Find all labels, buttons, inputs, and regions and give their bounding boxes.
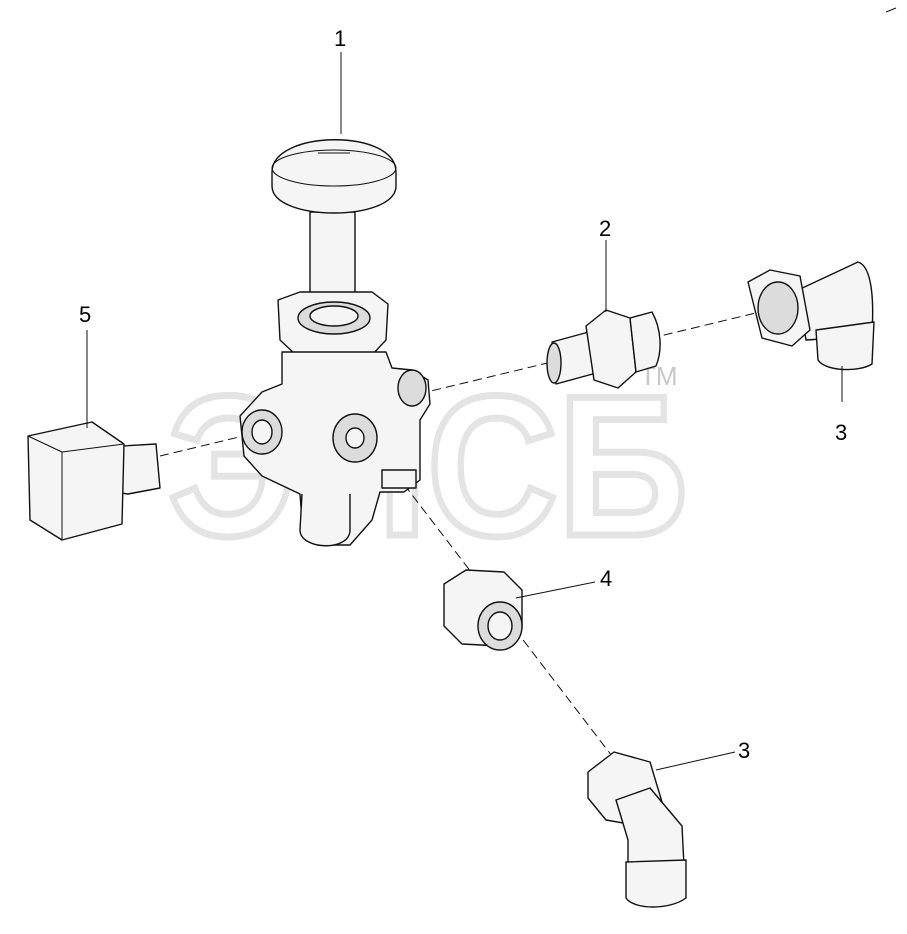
leader-lines [86,52,843,771]
callout-5: 5 [79,302,91,327]
part-1-knob [271,139,397,295]
valve-mount-tab [381,469,417,489]
callout-4: 4 [600,566,612,591]
corner-mark [885,7,897,13]
part-3-elbow-bottom [587,751,687,908]
elbow-bottom-body [615,787,685,869]
plug-5-edge-1 [61,443,125,453]
part-4-nut [443,569,523,651]
port-right [397,369,427,407]
plug-5-head [27,421,125,541]
part-5-plug [27,421,161,541]
callout-3-bottom: 3 [738,738,750,763]
elbow-top-bore [757,281,799,335]
elbow-top-outlet [815,321,875,371]
knob-stem [309,211,356,295]
leader-4 [515,581,596,599]
part-2-fitting [546,309,661,389]
callouts: 1 2 3 4 3 5 [79,26,847,763]
nut-4-bore [487,611,513,641]
fitting-2-thread [629,311,661,373]
valve-bottom-spigot [299,493,351,547]
port-left-bore [251,419,273,445]
port-front-bore [345,427,365,449]
part-3-elbow-top [747,261,875,371]
fitting-2-hex [585,309,637,389]
fitting-2-end [546,342,562,384]
callout-2: 2 [599,216,611,241]
elbow-bottom-outlet [625,859,687,908]
knob-cap-edge [271,149,397,187]
plug-5-edge-3 [27,435,63,453]
callout-3-top: 3 [835,420,847,445]
leader-3-bottom [655,751,736,771]
valve-stem-collar [309,305,359,327]
valve-body [239,291,431,547]
knob-cap [271,139,397,214]
callout-1: 1 [334,26,346,51]
